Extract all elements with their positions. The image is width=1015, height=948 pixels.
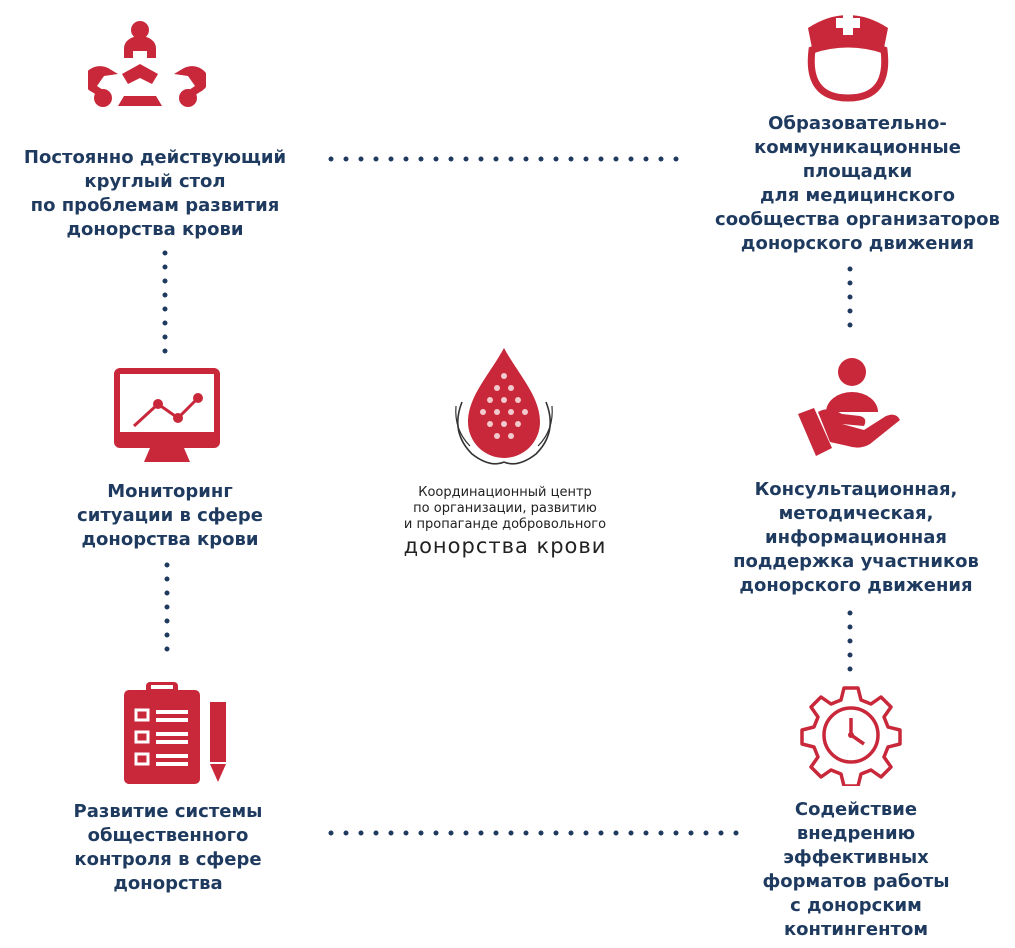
connector-top [328,156,694,162]
node-line: с донорским [790,895,922,916]
node-line: контингентом [783,919,929,940]
clipboard-icon [124,682,226,784]
node-line: общественного [87,825,249,846]
node-line: Образовательно- [768,113,947,134]
center-line: Координационный центр [418,485,592,500]
node-line: контроля в сфере [74,849,262,870]
node-round-table: Постоянно действующий круглый стол по пр… [0,146,310,242]
node-educational: Образовательно- коммуникационные площадк… [700,112,1015,256]
blood-drop-hands-logo [455,348,553,465]
gear-clock-icon [800,686,902,786]
node-line: донорского движения [739,575,973,596]
node-line: информационная [765,527,947,548]
node-line: площадки [802,161,913,182]
connector-right-top [847,266,853,340]
node-line: Консультационная, [754,479,958,500]
connector-left-top [162,250,168,358]
node-line: донорства [113,873,223,894]
connector-left-bottom [164,562,170,660]
node-line: эффективных [783,847,929,868]
node-line: коммуникационные [754,137,961,158]
node-line: Развитие системы [73,801,263,822]
center-line: по организации, развитию [413,501,597,516]
nurse-icon [807,11,889,102]
node-line: Содействие [794,799,918,820]
center-caption: Координационный центр по организации, ра… [340,485,670,559]
node-line: методическая, [778,503,934,524]
node-line: ситуации в сфере [77,505,263,526]
monitor-chart-icon [114,368,220,462]
node-formats: Содействие внедрению эффективных формато… [716,798,996,942]
node-line: круглый стол [84,171,226,192]
node-line: Постоянно действующий [23,147,287,168]
node-line: поддержка участников [733,551,979,572]
node-monitoring: Мониторинг ситуации в сфере донорства кр… [30,480,310,552]
center-line: и пропаганде добровольного [403,517,607,532]
node-line: сообщества организаторов [715,209,1000,230]
center-title: донорства крови [403,534,607,558]
connector-bottom [328,830,744,836]
node-line: форматов работы [762,871,950,892]
connector-right-bottom [847,610,853,678]
hand-person-icon [798,358,900,456]
node-line: донорства крови [81,529,259,550]
node-line: донорства крови [66,219,244,240]
people-circle-icon [88,21,206,107]
node-line: донорского движения [740,233,975,254]
node-line: для медицинского [759,185,956,206]
node-line: по проблемам развития [30,195,280,216]
node-control: Развитие системы общественного контроля … [28,800,308,896]
node-line: внедрению [796,823,916,844]
node-support: Консультационная, методическая, информац… [716,478,996,598]
node-line: Мониторинг [107,481,233,502]
